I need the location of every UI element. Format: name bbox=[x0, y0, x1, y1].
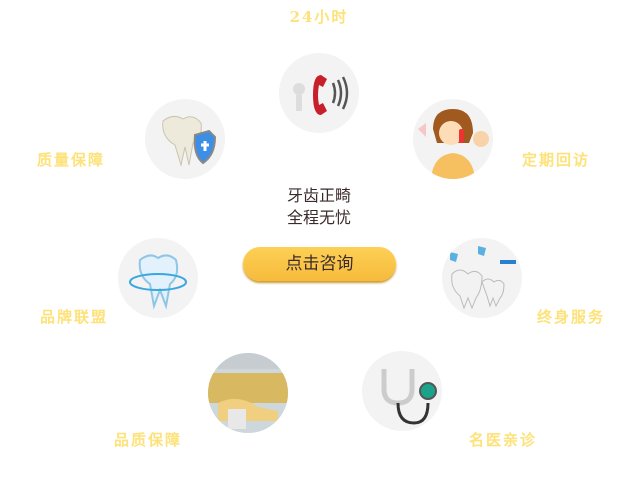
label-famous-doctor: 名医亲诊 bbox=[468, 431, 538, 449]
dental-chair-icon bbox=[208, 353, 288, 433]
slogan-line-1: 牙齿正畸 bbox=[286, 186, 352, 205]
label-regular-followup: 定期回访 bbox=[521, 151, 591, 169]
tooth-shield-icon bbox=[145, 99, 225, 179]
label-brand-alliance: 品牌联盟 bbox=[39, 308, 109, 326]
customer-service-woman-icon bbox=[413, 99, 493, 179]
center-slogan: 牙齿正畸 全程无忧 bbox=[287, 185, 351, 229]
label-24-hours: 24小时 bbox=[289, 8, 349, 26]
label-lifetime-service: 终身服务 bbox=[536, 308, 606, 326]
stethoscope-icon bbox=[362, 351, 442, 431]
label-quality-guarantee: 质量保障 bbox=[36, 151, 106, 169]
consult-button[interactable]: 点击咨询 bbox=[243, 247, 396, 281]
tooth-icon bbox=[118, 238, 198, 318]
label-product-quality: 品质保障 bbox=[113, 431, 183, 449]
phone-icon bbox=[279, 53, 359, 133]
slogan-line-2: 全程无忧 bbox=[286, 208, 352, 227]
tooth-family-icon bbox=[442, 238, 522, 318]
